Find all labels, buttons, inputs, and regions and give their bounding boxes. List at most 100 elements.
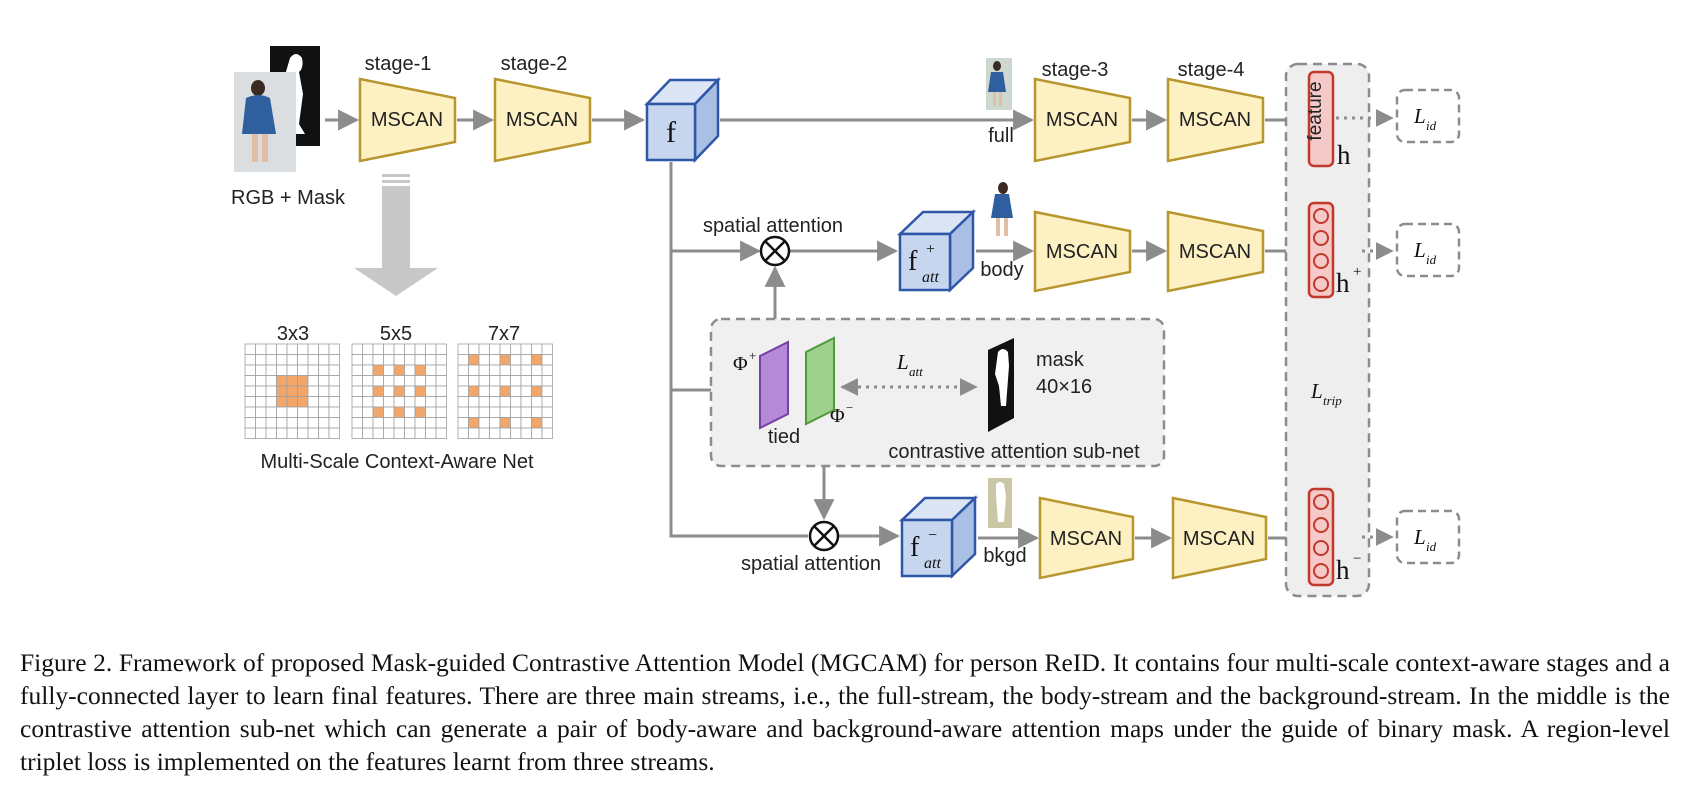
grid-cell [286, 406, 298, 418]
input-images [234, 46, 320, 172]
grid-cell [425, 417, 437, 429]
grid-cell [499, 417, 511, 429]
mscan-stage-2: MSCAN [493, 77, 592, 163]
grid-cell [351, 364, 363, 376]
grid-cell [425, 385, 437, 397]
grid-cell [520, 354, 532, 366]
phi-minus-sup: − [846, 400, 853, 415]
grid-cell [425, 354, 437, 366]
grid-cell [265, 385, 277, 397]
grid-cell [435, 354, 447, 366]
grid-cell [393, 396, 405, 408]
grid-cell [265, 417, 277, 429]
feature-vector-bkgd: h − [1307, 487, 1361, 587]
mscan-label: MSCAN [1179, 241, 1251, 263]
grid-cell [531, 417, 543, 429]
grid-cell [489, 406, 501, 418]
grid-cell [457, 427, 469, 439]
stage-4-label: stage-4 [1178, 59, 1245, 81]
grid-cell [307, 427, 319, 439]
grid-cell [255, 343, 267, 355]
grid-cell [489, 364, 501, 376]
grid-cell [478, 406, 490, 418]
grid-cell [435, 417, 447, 429]
grid-cell [318, 396, 330, 408]
stage-2-label: stage-2 [501, 53, 568, 75]
grid-cell [372, 417, 384, 429]
grid-cell [435, 406, 447, 418]
grid-cell [404, 375, 416, 387]
grid-cell [393, 385, 405, 397]
grid-cell [351, 385, 363, 397]
triplet-loss-region: L trip [1284, 62, 1371, 598]
grid-cell [362, 354, 374, 366]
cube-label: f [910, 532, 920, 563]
grid-cell [244, 427, 256, 439]
mscan-label: MSCAN [1050, 528, 1122, 550]
grid-cell [307, 396, 319, 408]
grid-cell [276, 385, 288, 397]
grid-cell [541, 343, 553, 355]
grid-label-5x5: 5x5 [380, 323, 412, 345]
grid-cell [414, 364, 426, 376]
grid-cell [307, 375, 319, 387]
mscan-body-stage-3: MSCAN [1033, 210, 1132, 293]
grid-cell [286, 417, 298, 429]
grid-cell [435, 364, 447, 376]
mscan-label: MSCAN [1046, 241, 1118, 263]
grid-cell [541, 375, 553, 387]
grid-cell [499, 354, 511, 366]
grid-cell [265, 375, 277, 387]
grid-cell [362, 417, 374, 429]
grid-cell [510, 427, 522, 439]
grid-cell [499, 375, 511, 387]
grid-cell [478, 396, 490, 408]
mscan-stage-1: MSCAN [358, 77, 457, 163]
grid-cell [318, 417, 330, 429]
grid-cell [276, 396, 288, 408]
grid-cell [276, 427, 288, 439]
grid-cell [372, 396, 384, 408]
grid-cell [435, 375, 447, 387]
grid-cell [414, 343, 426, 355]
grid-cell [383, 385, 395, 397]
grid-cell [286, 343, 298, 355]
grid-cell [425, 406, 437, 418]
multiply-node-bkgd [808, 520, 840, 552]
mscan-label: MSCAN [1046, 109, 1118, 131]
grid-cell [520, 343, 532, 355]
grid-cell [435, 385, 447, 397]
grid-cell [297, 375, 309, 387]
grid-cell [255, 396, 267, 408]
msca-label: Multi-Scale Context-Aware Net [260, 451, 534, 473]
mask-label: mask [1036, 349, 1085, 371]
spatial-attention-label: spatial attention [703, 215, 843, 237]
grid-cell [510, 343, 522, 355]
tied-label: tied [768, 426, 800, 448]
grid-cell [489, 417, 501, 429]
feature-cube-f: f [644, 76, 721, 164]
grid-cell [468, 375, 480, 387]
superscript-plus: + [926, 241, 935, 258]
grid-cell [510, 406, 522, 418]
grid-cell [286, 354, 298, 366]
id-loss-full: L id [1395, 88, 1461, 144]
cube-label: f [908, 246, 918, 277]
grid-cell [404, 385, 416, 397]
grid-cell [510, 354, 522, 366]
thumb-body [991, 182, 1013, 236]
grid-cell [478, 417, 490, 429]
thumb-bkgd [988, 478, 1012, 528]
att-subscript: att [922, 269, 939, 286]
grid-cell [414, 375, 426, 387]
grid-cell [383, 406, 395, 418]
grid-cell [362, 385, 374, 397]
grid-cell [457, 343, 469, 355]
grid-cell [510, 385, 522, 397]
grid-cell [362, 343, 374, 355]
grid-cell [541, 427, 553, 439]
grid-cell [372, 354, 384, 366]
id-loss-bkgd: L id [1395, 509, 1461, 565]
grid-cell [255, 427, 267, 439]
grid-cell [414, 396, 426, 408]
